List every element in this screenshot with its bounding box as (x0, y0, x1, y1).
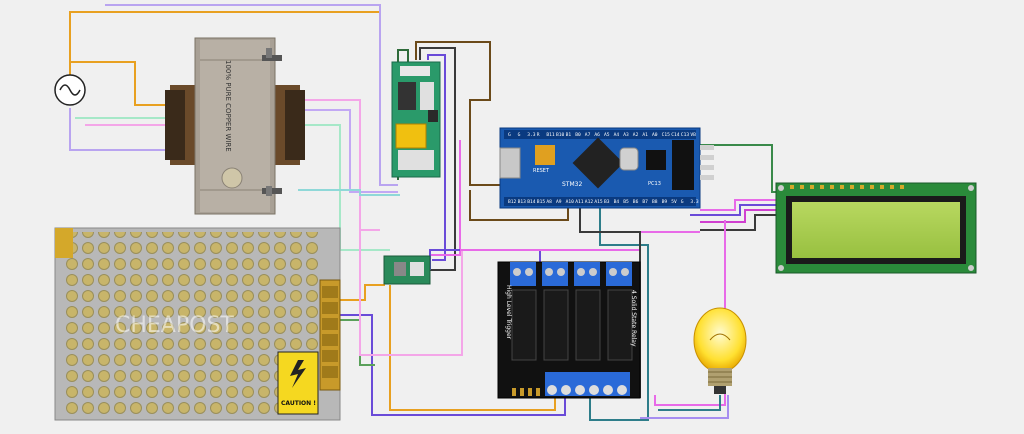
psu-caution: CAUTION ! (281, 400, 316, 407)
stm32-pin-label: B13 (518, 199, 527, 205)
stm32-pin-label: C15 (662, 132, 671, 138)
stm32-pin-label: B15 (537, 199, 546, 205)
stm32-reset-label: RESET (533, 168, 550, 174)
transformer: 100% PURE COPPER WIRE (165, 37, 305, 215)
stm32-pin-label: C13 (681, 132, 690, 138)
stm32-pin-label: B11 (546, 132, 555, 138)
wire-pink-pzem (430, 140, 461, 256)
transformer-label: 100% PURE COPPER WIRE (224, 60, 232, 152)
wire-lavender-bulb (640, 395, 729, 419)
buck-converter (383, 255, 431, 285)
psu-brand: CHEAPOST (115, 313, 234, 338)
stm32-crystal-label: PC13 (648, 181, 661, 187)
stm32-pin-label: B10 (556, 132, 565, 138)
wire-brown-pzem (415, 41, 505, 186)
stm32-pin-label: G (508, 132, 511, 138)
stm32-pin-label: B9 (662, 199, 668, 205)
lcd-display (775, 182, 977, 274)
ac-source (54, 74, 86, 106)
stm32-pin-label: A7 (585, 132, 591, 138)
wire-teal-tr (298, 189, 400, 196)
wire-green-tr (298, 124, 390, 251)
wire-brown-relay (469, 190, 569, 221)
wire-dark-pzem (419, 47, 456, 271)
pzem-module (391, 61, 441, 178)
wire-orange-ac2 (69, 61, 180, 106)
stm32-pin-label: VB (690, 132, 696, 138)
stm32-pin-label: B7 (642, 199, 648, 205)
relay-module: High Level Trigger 4 Solid State Relay (497, 261, 641, 399)
wire-lavender-left (69, 108, 175, 151)
wire-lavender-top (105, 4, 398, 186)
stm32-pin-label: B8 (652, 199, 658, 205)
wire-teal-bulb (658, 395, 721, 411)
stm32-pin-label: 3.3 (690, 199, 699, 205)
relay-label-left: High Level Trigger (505, 285, 512, 340)
stm32-pin-label: B5 (623, 199, 629, 205)
stm32-pin-label: A4 (614, 132, 620, 138)
wire-pink-tr (298, 99, 380, 231)
wire-green-lcd (700, 144, 778, 193)
stm32-pin-label: B14 (527, 199, 536, 205)
stm32-pin-label: A5 (604, 132, 610, 138)
wire-green-buck (340, 319, 375, 366)
stm32-pin-label: A2 (633, 132, 639, 138)
stm32-pin-label: A0 (652, 132, 658, 138)
stm32-pin-label: G (518, 132, 521, 138)
wire-purple-tr (298, 109, 398, 193)
wire-purple-lcd (690, 204, 778, 216)
wire-pink-lcd1 (700, 199, 778, 211)
light-bulb (693, 307, 747, 394)
stm32-pin-label: A9 (556, 199, 562, 205)
stm32-pin-label: B6 (633, 199, 639, 205)
stm32-pin-label: B1 (566, 132, 572, 138)
stm32-pin-label: B12 (508, 199, 517, 205)
stm32-pin-label: A1 (642, 132, 648, 138)
stm32-pin-label: G (681, 199, 684, 205)
wire-teal-relay (589, 208, 649, 421)
stm32-pin-label: 3.3 (527, 132, 536, 138)
wire-magenta-lcd (700, 209, 778, 223)
wire-pink-buck (359, 230, 463, 356)
stm32-pin-label: A6 (594, 132, 600, 138)
relay-terminals-top (510, 262, 632, 286)
stm32-pin-label: 5V (671, 199, 677, 205)
stm32-pin-label: C14 (671, 132, 680, 138)
stm32-pin-label: B3 (604, 199, 610, 205)
power-supply: CHEAPOST CAUTION ! (54, 227, 341, 421)
stm32-pin-label: A11 (575, 199, 584, 205)
stm32-pin-label: B4 (614, 199, 620, 205)
relay-label-right: 4 Solid State Relay (630, 290, 637, 347)
stm32-pin-label: A8 (546, 199, 552, 205)
stm32-pin-label: R (537, 132, 540, 138)
stm32-pin-label: B0 (575, 132, 581, 138)
wire-purple-buck (340, 314, 566, 416)
wire-purple-pzem (427, 54, 446, 261)
wire-dark-lcd (700, 214, 778, 231)
wire-orange-buck2 (389, 285, 556, 411)
stm32-pin-label: A3 (623, 132, 629, 138)
stm32-pin-label: A15 (594, 199, 603, 205)
wire-pink-stm-relay (460, 231, 700, 251)
stm32-pin-label: A10 (566, 199, 575, 205)
stm32-chip-label: STM32 (562, 181, 582, 188)
wire-orange-buck (340, 284, 385, 301)
stm32-pin-label: A12 (585, 199, 594, 205)
